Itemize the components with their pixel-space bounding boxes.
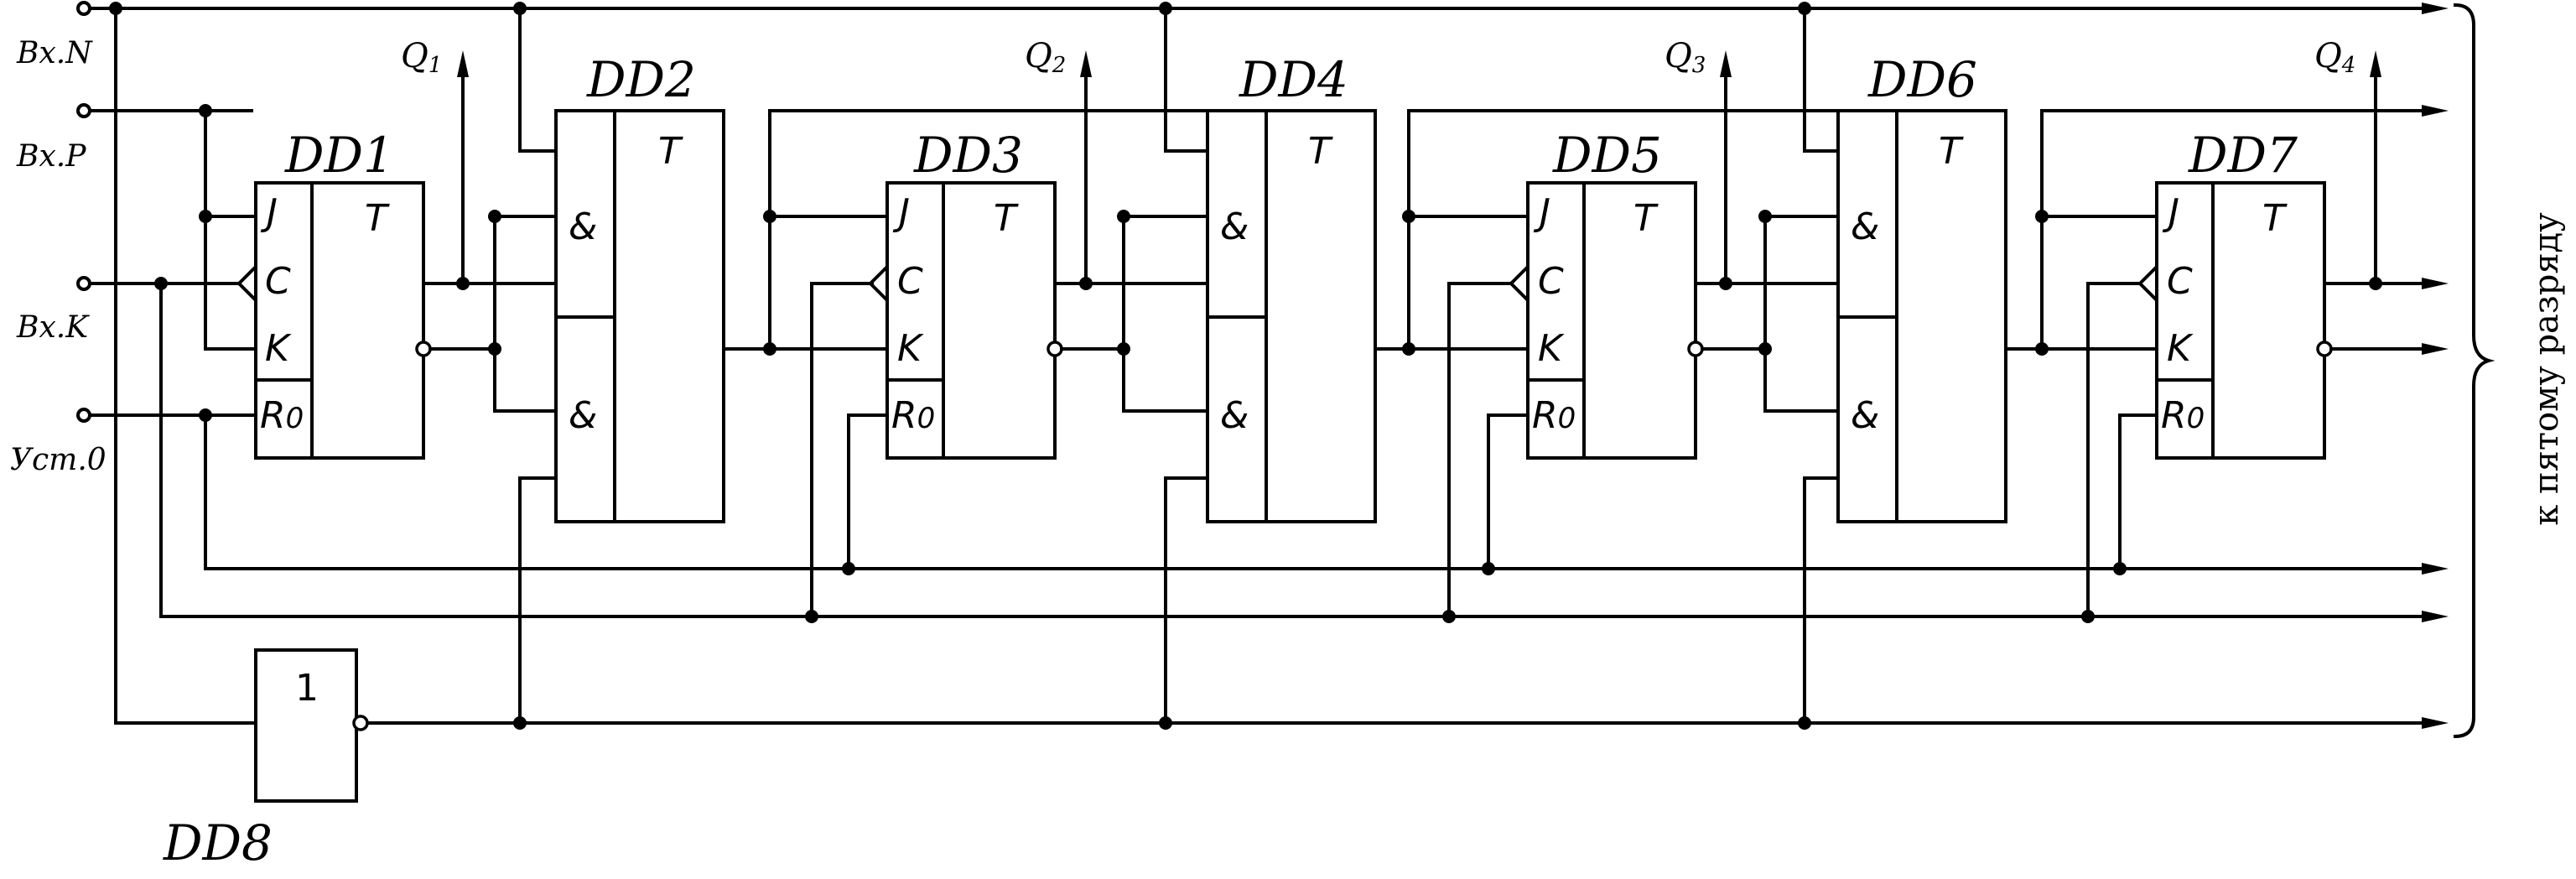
dd2-wires	[722, 109, 1209, 618]
dd4-wires	[1374, 109, 1840, 618]
q3-label: Q3	[1665, 37, 1706, 78]
pin-t: T	[365, 197, 390, 240]
output-arrows	[2422, 3, 2449, 729]
pin-r: R0	[2161, 394, 2205, 437]
pin-j: J	[260, 191, 278, 234]
flipflop-dd7: DD7 J C K R0 T	[2137, 127, 2333, 460]
pin-k: K	[897, 327, 924, 370]
or-gate-symbol: 1	[295, 667, 319, 710]
pin-and: &	[1851, 394, 1879, 437]
pin-r: R0	[260, 394, 304, 437]
pin-r: R0	[891, 394, 935, 437]
pin-c: C	[2167, 260, 2193, 303]
pin-r: R0	[1532, 394, 1576, 437]
side-label: к пятому разряду	[2527, 212, 2566, 526]
pin-and: &	[569, 394, 597, 437]
input-p-terminal	[76, 103, 91, 118]
pin-c: C	[265, 260, 291, 303]
q1-label: Q1	[401, 37, 442, 78]
pin-k: K	[2167, 327, 2194, 370]
flipflop-dd5-title: DD5	[1552, 127, 1662, 184]
pin-and: &	[1220, 205, 1249, 248]
input-p-label: Bx.P	[16, 139, 86, 174]
flipflop-dd7-title: DD7	[2188, 127, 2298, 184]
pin-t: T	[1939, 130, 1964, 173]
bus-wires	[88, 7, 2433, 725]
input-reset-label: Уст.0	[10, 443, 106, 477]
pin-and: &	[569, 205, 597, 248]
input-n-terminal	[76, 1, 91, 16]
and-block-dd6-title: DD6	[1867, 51, 1977, 108]
q4-label: Q4	[2314, 37, 2355, 78]
dd1-wires	[204, 7, 558, 725]
or-gate-title: DD8	[163, 814, 273, 871]
flipflop-dd3-title: DD3	[913, 127, 1023, 184]
pin-j: J	[1533, 191, 1550, 234]
input-reset-terminal	[76, 408, 91, 423]
pin-t: T	[658, 130, 683, 173]
junction-dots	[109, 2, 2382, 730]
pin-k: K	[1538, 327, 1565, 370]
pin-k: K	[265, 327, 292, 370]
pin-t: T	[2262, 197, 2288, 240]
output-brace	[2453, 3, 2496, 739]
and-block-dd4: DD4 & & T	[1206, 51, 1377, 523]
q2-label: Q2	[1025, 37, 1066, 78]
and-block-dd2: DD2 & & T	[554, 51, 725, 523]
flipflop-dd3: DD3 J C K R0 T	[868, 127, 1063, 460]
input-k-label: Bx.K	[16, 310, 90, 345]
input-n-label: Bx.N	[16, 36, 93, 70]
pin-c: C	[1538, 260, 1564, 303]
pin-j: J	[892, 191, 910, 234]
input-k-terminal	[76, 276, 91, 291]
dd5-wires	[1694, 7, 1840, 725]
pin-c: C	[897, 260, 923, 303]
and-block-dd2-title: DD2	[586, 51, 696, 108]
pin-t: T	[1308, 130, 1333, 173]
and-block-dd4-title: DD4	[1239, 51, 1348, 108]
and-block-dd6: DD6 & & T	[1836, 51, 2007, 523]
pin-t: T	[994, 197, 1019, 240]
pin-and: &	[1220, 394, 1249, 437]
dd6-wires	[2004, 109, 2433, 618]
or-gate-dd8: 1 DD8	[163, 648, 369, 871]
pin-and: &	[1851, 205, 1879, 248]
flipflop-dd5: DD5 J C K R0 T	[1509, 127, 1704, 460]
flipflop-dd1: DD1 J C K R0 T	[236, 127, 432, 460]
pin-j: J	[2162, 191, 2179, 234]
pin-t: T	[1633, 197, 1659, 240]
flipflop-dd1-title: DD1	[284, 127, 394, 184]
